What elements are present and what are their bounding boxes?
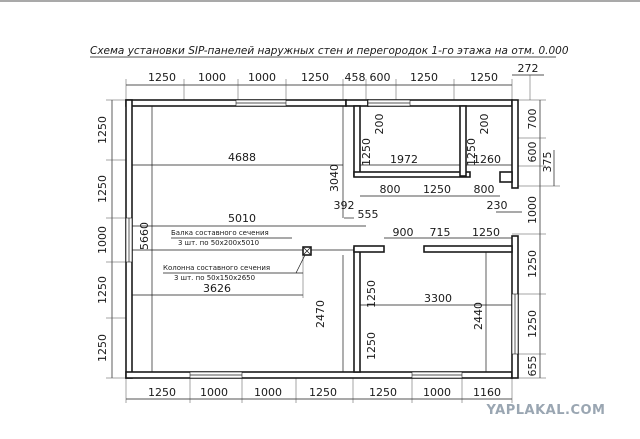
dim-top-7: 1250 [410, 71, 438, 84]
dim-right-3: 375 [541, 152, 554, 173]
dim-top-5: 458 [345, 71, 366, 84]
dim-bottom-7: 1160 [473, 386, 501, 399]
dim-1250-f: 1250 [365, 332, 378, 360]
dim-800-b: 800 [474, 183, 495, 196]
bottom-dimension-chain: 1250 1000 1000 1250 1250 1000 1160 [125, 378, 513, 403]
beam-note-title: Балка составного сечения [171, 229, 269, 237]
dim-1250-c: 1250 [423, 183, 451, 196]
right-dimension-chain: 700 600 375 1000 1250 1250 655 [512, 99, 560, 379]
dim-555: 555 [358, 208, 379, 221]
dim-1250-e: 1250 [365, 280, 378, 308]
drawing-title: Схема установки SIP-панелей наружных сте… [90, 45, 569, 57]
dim-right-5: 1250 [526, 250, 539, 278]
dim-2470: 2470 [314, 300, 327, 328]
dim-right-1: 700 [526, 109, 539, 130]
dim-5660: 5660 [138, 222, 151, 250]
partition-bath-right [459, 105, 467, 177]
dim-top-8: 1250 [470, 71, 498, 84]
dim-4688: 4688 [228, 151, 256, 164]
partition-center-vertical [353, 247, 361, 373]
dim-left-1: 1250 [96, 116, 109, 144]
beam-note: Балка составного сечения 3 шт. по 50х200… [171, 229, 292, 247]
dim-1250-b: 1250 [465, 138, 478, 166]
dim-900: 900 [393, 226, 414, 239]
dim-right-7: 655 [526, 356, 539, 377]
dim-top-3: 1000 [248, 71, 276, 84]
dim-right-4: 1000 [526, 196, 539, 224]
left-dimension-chain: 1250 1250 1000 1250 1250 [96, 99, 126, 379]
column-note: Колонна составного сечения 3 шт. по 50х1… [163, 254, 306, 282]
dim-1260: 1260 [473, 153, 501, 166]
dim-1250-d: 1250 [472, 226, 500, 239]
dim-bottom-5: 1250 [369, 386, 397, 399]
dim-right-2: 600 [526, 142, 539, 163]
partition-hall-left [353, 245, 385, 253]
dim-200-b: 200 [478, 114, 491, 135]
dim-top-9: 272 [518, 62, 539, 75]
watermark: YAPLAKAL.COM [486, 403, 606, 418]
dim-392: 392 [334, 199, 355, 212]
column-note-spec: 3 шт. по 50х150х2650 [174, 274, 255, 282]
dim-left-2: 1250 [96, 175, 109, 203]
dim-2440: 2440 [472, 302, 485, 330]
dim-715: 715 [430, 226, 451, 239]
dim-left-5: 1250 [96, 334, 109, 362]
wall-right-upper [511, 99, 519, 189]
inner-dimensions: 4688 3040 200 1250 200 1250 1972 1260 80… [132, 106, 522, 372]
dim-top-1: 1250 [148, 71, 176, 84]
beam-note-spec: 3 шт. по 50х200х5010 [178, 239, 259, 247]
dim-3040: 3040 [328, 164, 341, 192]
dim-bottom-1: 1250 [148, 386, 176, 399]
dim-left-4: 1250 [96, 276, 109, 304]
dim-bottom-2: 1000 [200, 386, 228, 399]
dim-bottom-6: 1000 [423, 386, 451, 399]
top-windows [235, 99, 411, 107]
interior-partitions [132, 105, 513, 373]
dim-top-4: 1250 [301, 71, 329, 84]
dim-right-6: 1250 [526, 310, 539, 338]
top-dimension-chain: 1250 1000 1000 1250 458 600 1250 1250 27… [125, 62, 544, 100]
dim-3300: 3300 [424, 292, 452, 305]
column-note-title: Колонна составного сечения [163, 264, 270, 272]
dim-1250-a: 1250 [360, 138, 373, 166]
dim-left-3: 1000 [96, 226, 109, 254]
partition-bath-bottom [353, 171, 471, 178]
dim-top-6: 600 [370, 71, 391, 84]
wall-top-middle [345, 99, 369, 107]
dim-top-2: 1000 [198, 71, 226, 84]
partition-wc [499, 171, 513, 183]
dim-bottom-3: 1000 [254, 386, 282, 399]
dim-200-a: 200 [373, 114, 386, 135]
partition-hall-right [423, 245, 513, 253]
dim-3626: 3626 [203, 282, 231, 295]
dim-1972: 1972 [390, 153, 418, 166]
bottom-windows [189, 371, 463, 379]
dim-800-a: 800 [380, 183, 401, 196]
dim-230: 230 [487, 199, 508, 212]
dim-bottom-4: 1250 [309, 386, 337, 399]
dim-5010: 5010 [228, 212, 256, 225]
